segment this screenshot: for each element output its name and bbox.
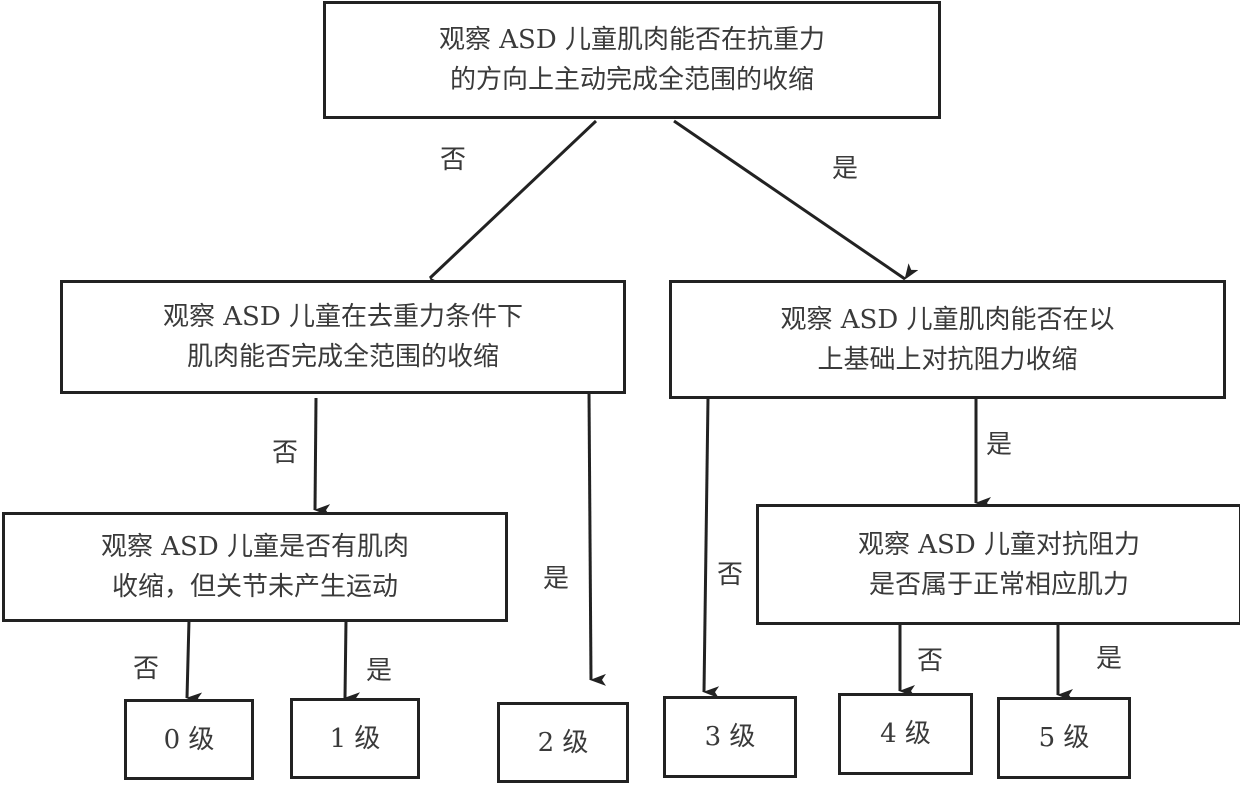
node-root-line-2: 的方向上主动完成全范围的收缩 [449, 65, 814, 95]
node-grade-4: 4 级 [838, 693, 973, 775]
node-contraction-no-motion-line-2: 收缩，但关节未产生运动 [111, 572, 398, 602]
node-grade-0: 0 级 [124, 699, 254, 780]
edge-gravity-eliminated-to-contraction [313, 397, 331, 517]
node-against-resistance-line-2: 上基础上对抗阻力收缩 [817, 344, 1078, 375]
grade-5-label: 5 级 [1038, 723, 1090, 753]
grade-1-label: 1 级 [329, 723, 381, 754]
node-gravity-eliminated: 观察 ASD 儿童在去重力条件下 肌肉能否完成全范围的收缩 [60, 280, 626, 394]
grade-0-label: 0 级 [163, 724, 215, 755]
node-normal-strength: 观察 ASD 儿童对抗阻力 是否属于正常相应肌力 [756, 504, 1240, 625]
node-against-resistance-line-1: 观察 ASD 儿童肌肉能否在以 [780, 304, 1115, 335]
node-grade-2: 2 级 [497, 702, 629, 783]
node-grade-3: 3 级 [663, 696, 797, 778]
node-contraction-no-motion: 观察 ASD 儿童是否有肌肉 收缩，但关节未产生运动 [2, 512, 508, 622]
edge-label-contraction-no: 否 [133, 654, 160, 684]
edge-label-contraction-yes: 是 [366, 656, 393, 686]
grade-4-label: 4 级 [880, 719, 931, 749]
edge-against-resistance-to-grade3 [702, 397, 720, 699]
node-gravity-eliminated-line-2: 肌肉能否完成全范围的收缩 [186, 342, 499, 372]
edge-label-normal-strength-no: 否 [917, 646, 944, 676]
node-root: 观察 ASD 儿童肌肉能否在抗重力 的方向上主动完成全范围的收缩 [323, 1, 941, 119]
edge-label-against-resistance-no: 否 [717, 560, 744, 590]
node-gravity-eliminated-line-1: 观察 ASD 儿童在去重力条件下 [163, 302, 523, 332]
edge-label-gravity-eliminated-yes: 是 [543, 564, 570, 594]
node-grade-1: 1 级 [290, 698, 420, 779]
edge-gravity-eliminated-to-grade2 [587, 391, 607, 686]
edge-label-normal-strength-yes: 是 [1096, 644, 1123, 674]
edge-contraction-to-grade1 [343, 619, 361, 705]
grade-3-label: 3 级 [704, 722, 756, 752]
node-root-line-1: 观察 ASD 儿童肌肉能否在抗重力 [439, 25, 825, 55]
edge-label-root-yes: 是 [832, 154, 859, 184]
edge-label-root-no: 否 [440, 145, 467, 175]
edge-contraction-to-grade0 [185, 619, 203, 705]
edge-root-to-against-resistance [673, 119, 919, 281]
node-normal-strength-line-1: 观察 ASD 儿童对抗阻力 [858, 529, 1140, 560]
edge-label-against-resistance-yes: 是 [986, 430, 1013, 460]
node-grade-5: 5 级 [997, 697, 1131, 779]
edge-label-gravity-eliminated-no: 否 [272, 438, 299, 468]
node-against-resistance: 观察 ASD 儿童肌肉能否在以 上基础上对抗阻力收缩 [669, 280, 1226, 399]
node-contraction-no-motion-line-1: 观察 ASD 儿童是否有肌肉 [101, 532, 409, 562]
node-normal-strength-line-2: 是否属于正常相应肌力 [868, 569, 1129, 600]
grade-2-label: 2 级 [537, 727, 589, 758]
